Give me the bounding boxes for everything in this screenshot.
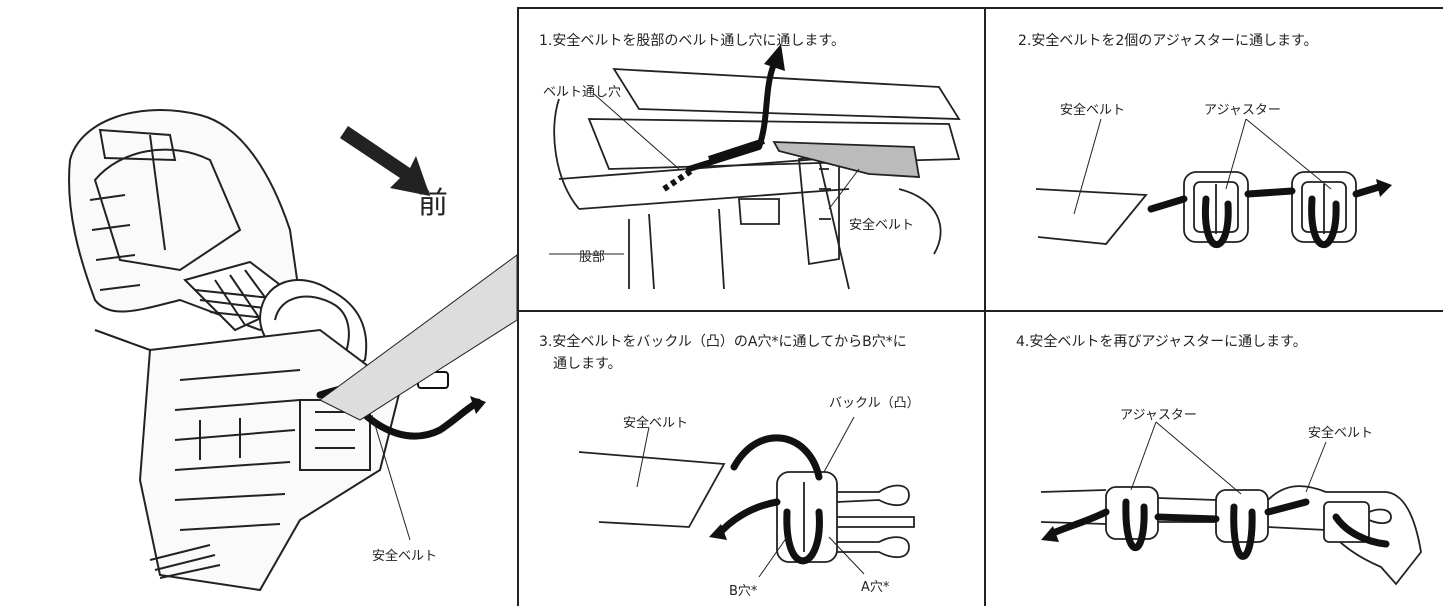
step-3-arrow-icon bbox=[709, 524, 727, 540]
step-3-illustration bbox=[578, 416, 915, 578]
belt-label: 安全ベルト bbox=[372, 549, 438, 564]
front-arrow-icon bbox=[340, 126, 430, 196]
step-2-illustration bbox=[1035, 118, 1392, 248]
a-hole-label: A穴* bbox=[861, 580, 890, 595]
step-2-belt-label: 安全ベルト bbox=[1060, 103, 1126, 118]
step-2-text: 2.安全ベルトを2個のアジャスターに通します。 bbox=[1018, 33, 1318, 49]
step-3-text-line2: 通します。 bbox=[553, 356, 622, 372]
step-2-adjuster-label: アジャスター bbox=[1204, 103, 1281, 118]
buckle-label: バックル（凸） bbox=[829, 396, 920, 411]
step-4-text: 4.安全ベルトを再びアジャスターに通します。 bbox=[1016, 334, 1307, 350]
crotch-label: 股部 bbox=[579, 250, 606, 265]
b-hole-label: B穴* bbox=[729, 584, 758, 599]
step-1-illustration bbox=[549, 44, 961, 290]
step-1-belt-label: 安全ベルト bbox=[849, 218, 915, 233]
step-3-text-line1: 3.安全ベルトをバックル（凸）のA穴*に通してからB穴*に bbox=[539, 334, 907, 350]
step-1-text: 1.安全ベルトを股部のベルト通し穴に通します。 bbox=[539, 33, 845, 49]
step-2-arrow-icon bbox=[1376, 179, 1392, 197]
step-3-panel: 3.安全ベルトをバックル（凸）のA穴*に通してからB穴*に 通します。 安全 bbox=[519, 312, 986, 606]
front-label: 前 bbox=[418, 186, 448, 221]
step-4-belt-label: 安全ベルト bbox=[1308, 426, 1374, 441]
step-4-illustration bbox=[1040, 421, 1422, 586]
step-1-arrow-icon bbox=[764, 44, 785, 71]
steps-grid: 1.安全ベルトを股部のベルト通し穴に通します。 bbox=[517, 7, 1443, 606]
step-1-panel: 1.安全ベルトを股部のベルト通し穴に通します。 bbox=[519, 9, 986, 312]
step-3-belt-label: 安全ベルト bbox=[623, 416, 689, 431]
step-4-panel: 4.安全ベルトを再びアジャスターに通します。 bbox=[986, 312, 1443, 606]
belt-arrow-icon bbox=[470, 396, 486, 414]
step-4-adjuster-label: アジャスター bbox=[1120, 408, 1197, 423]
seat-overview: 前 安全ベルト bbox=[0, 0, 517, 606]
belt-hole-label: ベルト通し穴 bbox=[543, 85, 622, 100]
step-2-panel: 2.安全ベルトを2個のアジャスターに通します。 bbox=[986, 9, 1443, 312]
seat-illustration bbox=[68, 109, 517, 592]
step-4-arrow-icon bbox=[1041, 526, 1059, 542]
